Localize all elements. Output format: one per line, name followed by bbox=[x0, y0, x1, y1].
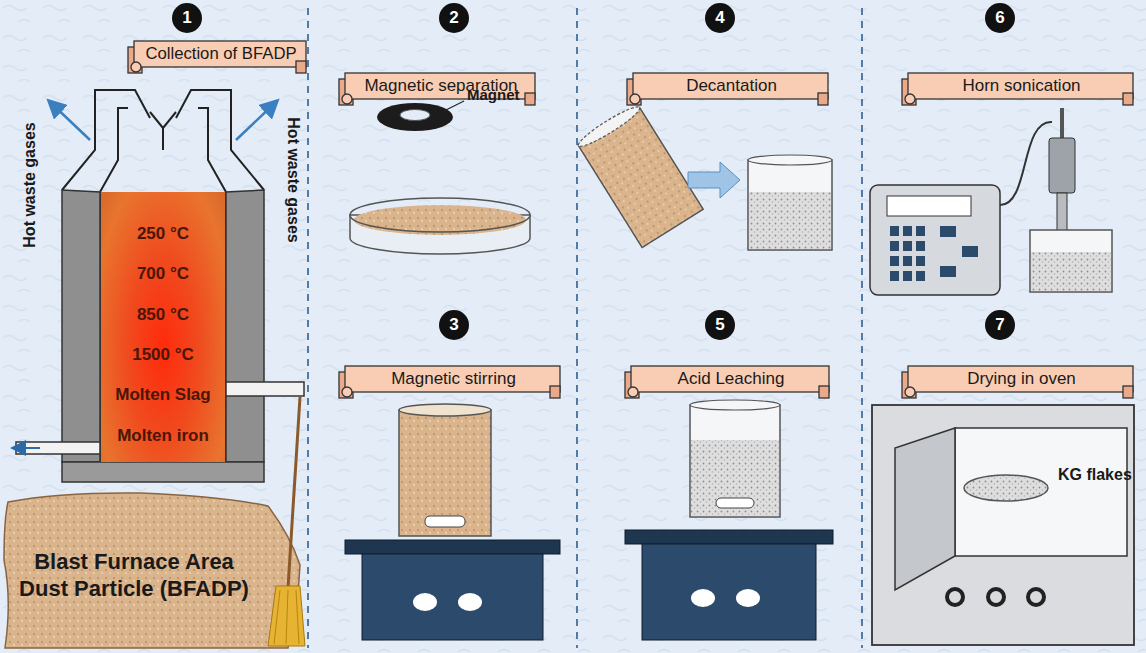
step-text: Magnet bbox=[467, 86, 520, 103]
step-text: 5 bbox=[715, 315, 724, 335]
step-title-banner: Acid Leaching bbox=[623, 365, 831, 399]
step-text: 1500 °C bbox=[132, 345, 194, 365]
step-title-banner: Collection of BFADP bbox=[126, 40, 308, 74]
step-number-circle: 2 bbox=[439, 3, 469, 33]
step-number-circle: 3 bbox=[439, 310, 469, 340]
step-text: Hot waste gases bbox=[285, 117, 302, 242]
step-text: Hot waste gases bbox=[21, 122, 38, 247]
step-text: 700 °C bbox=[137, 264, 189, 284]
step-title-banner: Decantation bbox=[625, 72, 830, 106]
step-text: 1 bbox=[182, 8, 191, 28]
step-text: Molten iron bbox=[117, 426, 209, 446]
step-text: Decantation bbox=[686, 76, 777, 96]
step-text: Magnetic stirring bbox=[391, 369, 516, 389]
step-text: Acid Leaching bbox=[678, 369, 785, 389]
step-text: Collection of BFADP bbox=[145, 44, 296, 64]
step-number-circle: 6 bbox=[985, 3, 1015, 33]
furnace-interior: 250 °C 700 °C 850 °C 1500 °C Molten SlagMolt… bbox=[100, 192, 226, 462]
step-text: KG flakes bbox=[1058, 466, 1132, 483]
step-title-banner: Drying in oven bbox=[900, 365, 1135, 399]
step-text: Molten Slag bbox=[115, 385, 210, 405]
callout-label: Hot waste gases bbox=[21, 122, 39, 247]
callout-label: Hot waste gases bbox=[284, 117, 302, 242]
dust-pile: Blast Furnace Area Dust Particle (BFADP) bbox=[8, 505, 260, 645]
step-text: 3 bbox=[449, 315, 458, 335]
step-title-banner: Magnetic stirring bbox=[337, 365, 562, 399]
step-number-circle: 7 bbox=[985, 310, 1015, 340]
callout-label: KG flakes bbox=[1058, 466, 1132, 484]
step-text: 2 bbox=[449, 8, 458, 28]
step-text: 6 bbox=[995, 8, 1004, 28]
step-text: Horn sonication bbox=[962, 76, 1080, 96]
step-text: 7 bbox=[995, 315, 1004, 335]
step-text: Blast Furnace Area Dust Particle (BFADP) bbox=[8, 548, 260, 603]
step-text: 250 °C bbox=[137, 224, 189, 244]
step-text: 850 °C bbox=[137, 305, 189, 325]
step-text: Drying in oven bbox=[967, 369, 1076, 389]
step-number-circle: 5 bbox=[705, 310, 735, 340]
step-text: 4 bbox=[715, 8, 724, 28]
step-number-circle: 1 bbox=[172, 3, 202, 33]
step-title-banner: Horn sonication bbox=[900, 72, 1135, 106]
step-number-circle: 4 bbox=[705, 3, 735, 33]
callout-label: Magnet bbox=[467, 86, 520, 103]
